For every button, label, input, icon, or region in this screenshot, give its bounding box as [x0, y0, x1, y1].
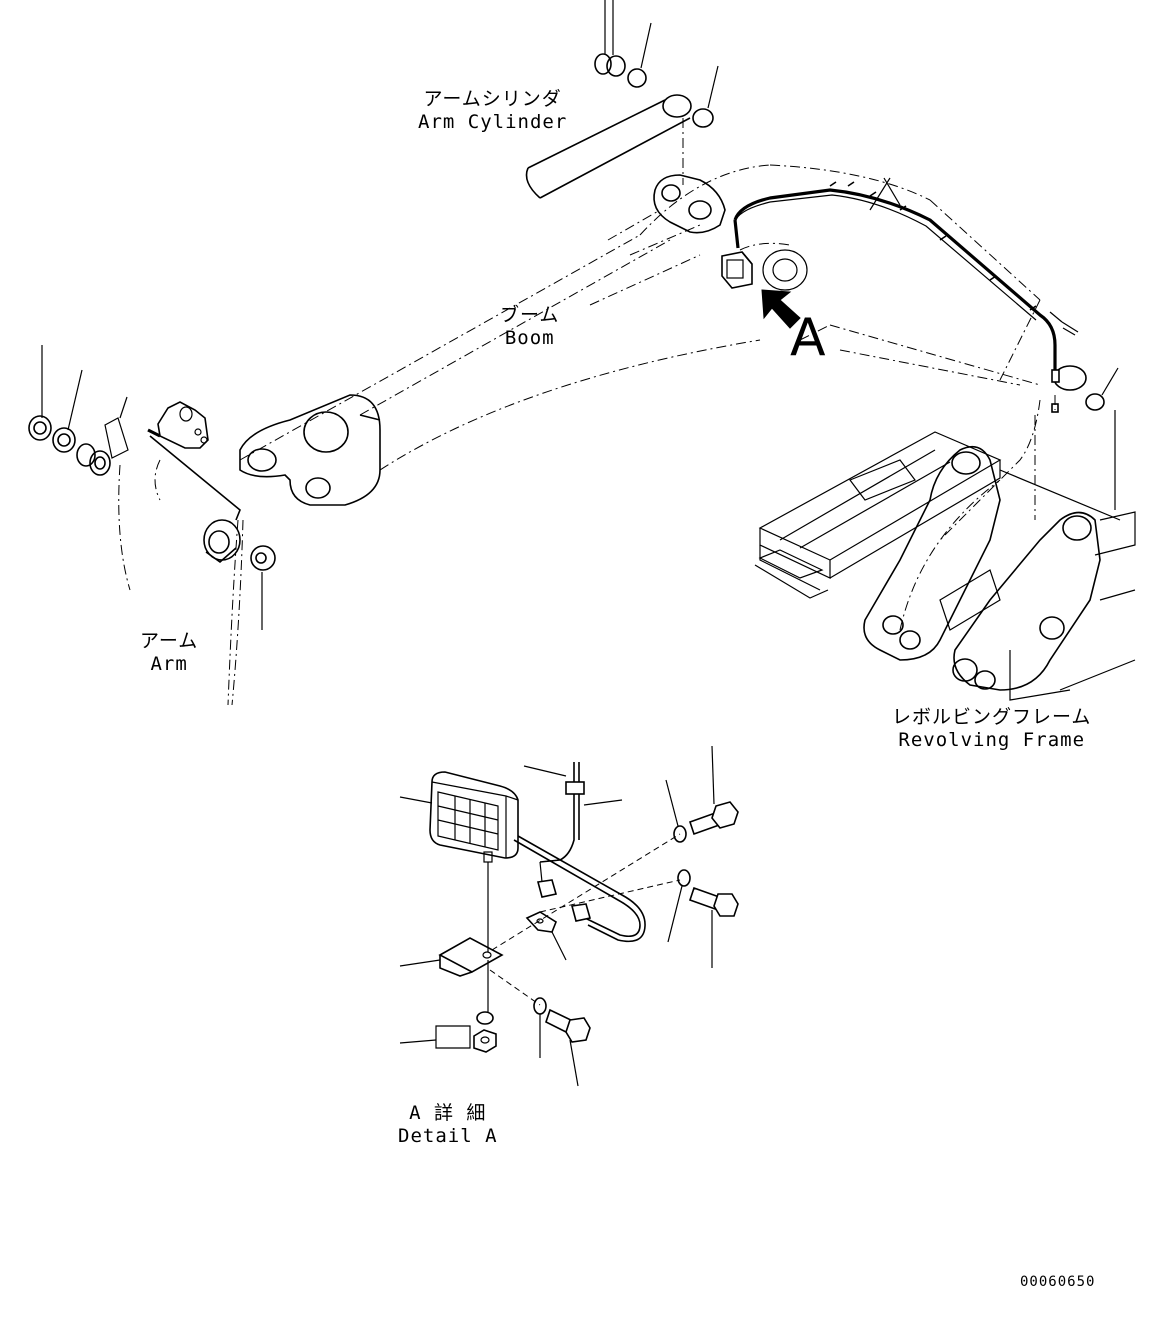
- arm-cylinder-label: アームシリンダ Arm Cylinder: [418, 88, 567, 134]
- boom-label: ブーム Boom: [500, 304, 559, 350]
- boom-work-lamp-small: [721, 251, 753, 289]
- boom-wiring-harness: [733, 177, 1079, 383]
- arm-label-en: Arm: [150, 652, 188, 675]
- detail-a-assembly: [399, 745, 739, 1087]
- revolving-frame-label-en: Revolving Frame: [898, 728, 1086, 751]
- revolving-frame-label: レボルビングフレーム Revolving Frame: [892, 706, 1091, 752]
- top-pin-washers: [594, 0, 719, 128]
- boom-label-en: Boom: [504, 326, 555, 349]
- boom-label-jp: ブーム: [500, 304, 560, 326]
- revolving-frame-label-jp: レボルビングフレーム: [892, 706, 1092, 728]
- arm-cylinder-label-jp: アームシリンダ: [423, 88, 562, 110]
- detail-a-label: A 詳 細 Detail A: [398, 1102, 498, 1148]
- arm-cylinder-rod: [525, 94, 692, 199]
- arm-pin-washers: [28, 345, 276, 630]
- arm-cylinder-label-en: Arm Cylinder: [418, 110, 568, 133]
- view-arrow: [761, 289, 801, 329]
- drawing-code: 00060650: [1020, 1274, 1096, 1290]
- arm: [118, 401, 244, 706]
- detail-a-label-jp: A 詳 細: [409, 1102, 487, 1124]
- arm-label: アーム Arm: [140, 630, 198, 676]
- arm-label-jp: アーム: [140, 630, 199, 652]
- revolving-frame: [754, 367, 1136, 701]
- view-marker-a: A: [790, 308, 826, 368]
- boom: [239, 164, 1087, 506]
- detail-a-label-en: Detail A: [398, 1124, 498, 1147]
